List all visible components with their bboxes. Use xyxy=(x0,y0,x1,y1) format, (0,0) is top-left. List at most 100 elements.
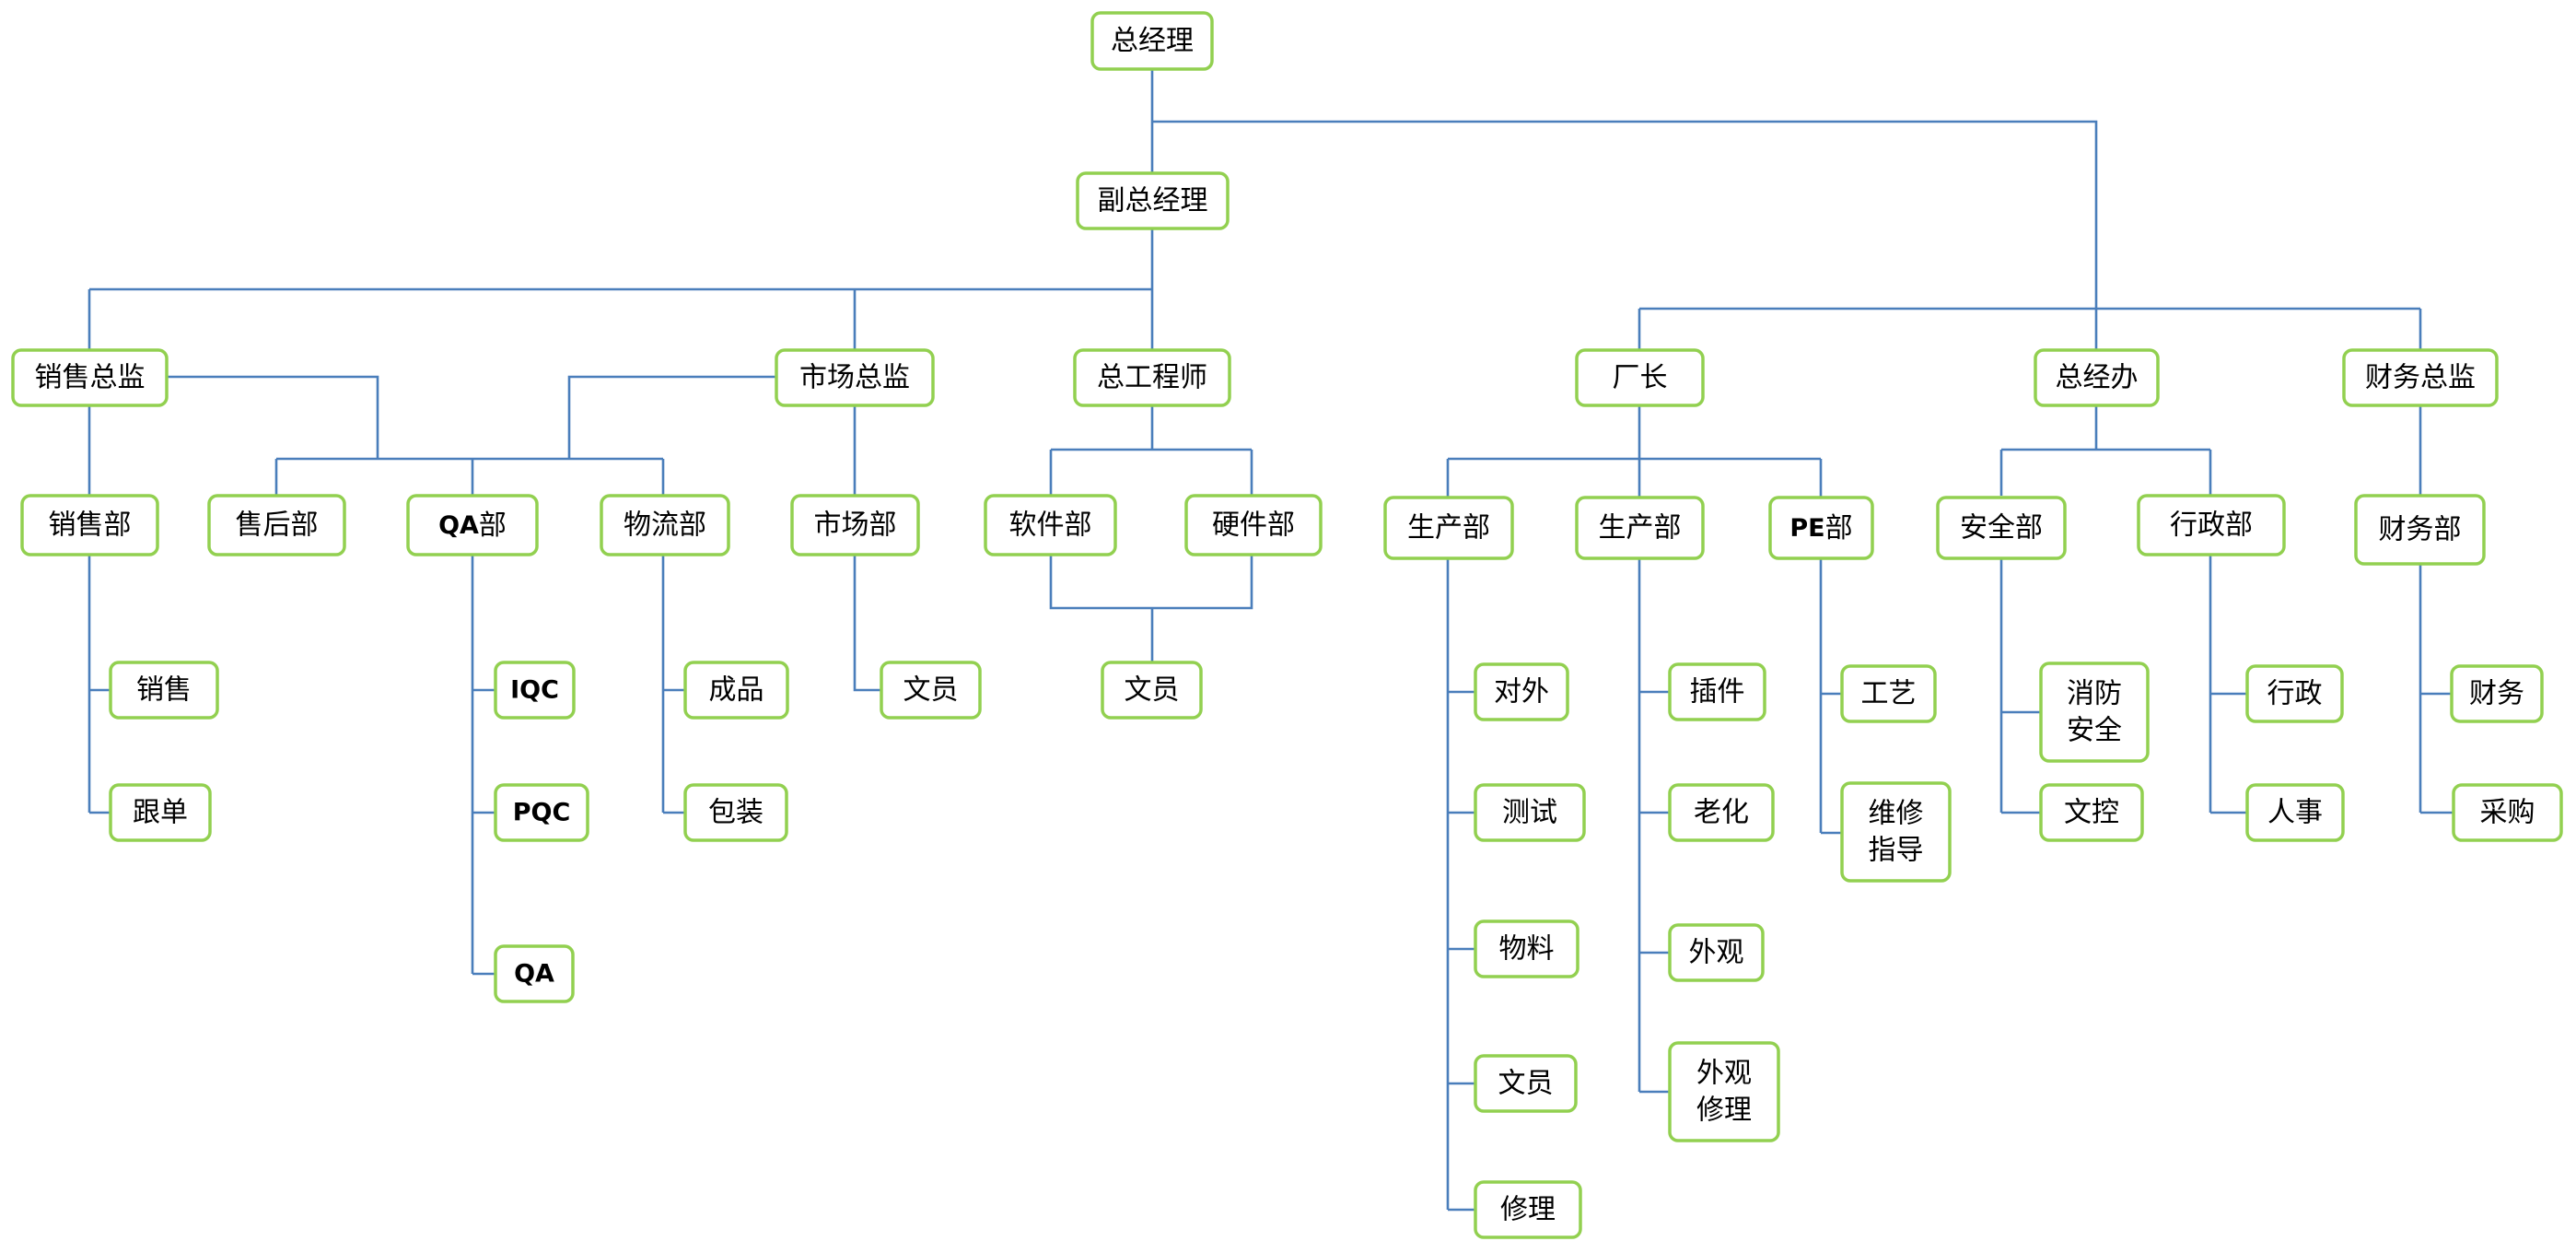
node-box xyxy=(2034,348,2160,407)
node-label: 生产部 xyxy=(1599,512,1682,545)
node-label: 售后部 xyxy=(236,509,319,542)
node-qa-dept: QA部 xyxy=(406,494,539,556)
node-box xyxy=(1474,662,1569,721)
node-prod2: 生产部 xyxy=(1575,496,1705,560)
node-label: 跟单 xyxy=(133,797,188,829)
node-finance: 财务 xyxy=(2450,664,2544,723)
node-appearance: 外观 xyxy=(1668,923,1765,982)
link-prod1-children xyxy=(1446,558,1475,1212)
node-label: 人事 xyxy=(2267,797,2323,829)
node-label: 消防 xyxy=(2067,678,2122,710)
node-plant-mgr: 厂长 xyxy=(1575,348,1705,407)
node-label: PQC xyxy=(513,799,571,827)
node-logistics: 物流部 xyxy=(600,494,730,556)
node-label: 市场部 xyxy=(814,509,897,542)
node-box xyxy=(1840,781,1952,883)
node-box xyxy=(20,494,159,556)
node-sales-dept: 销售部 xyxy=(20,494,159,556)
node-box xyxy=(2450,664,2544,723)
node-box xyxy=(1474,919,1579,978)
link-plant-bus xyxy=(1446,405,1823,498)
node-label: 财务部 xyxy=(2379,514,2462,546)
node-box xyxy=(2342,348,2499,407)
node-prod-clerk: 文员 xyxy=(1474,1054,1578,1113)
node-box xyxy=(2039,662,2150,763)
node-qa: QA xyxy=(494,944,575,1003)
node-box xyxy=(1668,783,1775,842)
node-external: 对外 xyxy=(1474,662,1569,721)
node-box xyxy=(1090,11,1214,71)
node-admin: 行政 xyxy=(2245,664,2344,723)
node-doc-ctrl: 文控 xyxy=(2039,783,2144,842)
node-label: 采购 xyxy=(2480,797,2535,829)
node-iqc: IQC xyxy=(494,661,576,720)
link-sales-dept-children xyxy=(87,555,111,814)
node-label: 文员 xyxy=(1125,674,1180,707)
node-pqc: PQC xyxy=(494,783,589,842)
node-box xyxy=(1840,664,1937,723)
node-aging: 老化 xyxy=(1668,783,1775,842)
node-box xyxy=(1668,662,1766,721)
link-gm-office-bus xyxy=(1999,405,2212,496)
node-label: 工艺 xyxy=(1861,678,1917,710)
node-label: 副总经理 xyxy=(1098,185,1208,217)
node-label: 文控 xyxy=(2064,797,2119,829)
node-box xyxy=(775,348,935,407)
link-safety-children xyxy=(1999,558,2041,814)
node-label: 安全 xyxy=(2067,715,2122,747)
node-box xyxy=(1101,661,1203,720)
node-finished: 成品 xyxy=(683,661,789,720)
node-box xyxy=(683,783,788,842)
node-prod1: 生产部 xyxy=(1383,496,1514,560)
node-label: IQC xyxy=(510,676,559,705)
connector-lines xyxy=(87,69,2454,1212)
node-label: 总经办 xyxy=(2056,362,2139,394)
node-gm-office: 总经办 xyxy=(2034,348,2160,407)
node-box xyxy=(1668,1041,1780,1142)
node-label: 生产部 xyxy=(1407,512,1490,545)
node-hr: 人事 xyxy=(2245,783,2345,842)
node-process: 工艺 xyxy=(1840,664,1937,723)
node-box xyxy=(1575,496,1705,560)
node-label: 老化 xyxy=(1694,797,1749,829)
node-fin-dept: 财务部 xyxy=(2354,494,2486,566)
node-admin-dept: 行政部 xyxy=(2137,494,2286,556)
link-logistics-children xyxy=(661,555,685,814)
node-box xyxy=(494,944,575,1003)
node-label: 销售 xyxy=(136,674,192,707)
node-mkt-dept: 市场部 xyxy=(790,494,920,556)
link-mkt-dir-shared xyxy=(567,375,776,459)
node-label: 行政部 xyxy=(2170,509,2253,542)
node-label: 财务总监 xyxy=(2365,362,2476,394)
node-box xyxy=(2137,494,2286,556)
node-label: 外观 xyxy=(1689,937,1744,969)
node-safety-dept: 安全部 xyxy=(1936,496,2067,560)
node-label: 财务 xyxy=(2469,678,2524,710)
node-plugin: 插件 xyxy=(1668,662,1766,721)
link-prod2-children xyxy=(1638,558,1670,1094)
node-label: 成品 xyxy=(709,674,764,707)
node-label: PE部 xyxy=(1789,512,1852,545)
node-box xyxy=(11,348,169,407)
link-sales-dir-shared xyxy=(168,375,379,459)
node-chief-eng: 总工程师 xyxy=(1073,348,1231,407)
link-pe-children xyxy=(1819,558,1842,835)
node-label: 包装 xyxy=(708,797,763,829)
node-followup: 跟单 xyxy=(109,783,212,842)
node-box xyxy=(600,494,730,556)
node-label: 测试 xyxy=(1502,797,1557,829)
node-box xyxy=(1383,496,1514,560)
node-box xyxy=(880,661,982,720)
node-fin-dir: 财务总监 xyxy=(2342,348,2499,407)
node-gm: 总经理 xyxy=(1090,11,1214,71)
node-box xyxy=(494,783,589,842)
node-label: 物料 xyxy=(1499,933,1555,966)
node-box xyxy=(207,494,346,556)
link-shared-bus xyxy=(274,457,665,496)
node-box xyxy=(1184,494,1323,556)
node-box xyxy=(1575,348,1705,407)
node-label: 插件 xyxy=(1690,676,1745,708)
node-software: 软件部 xyxy=(984,494,1117,556)
node-box xyxy=(2245,783,2345,842)
